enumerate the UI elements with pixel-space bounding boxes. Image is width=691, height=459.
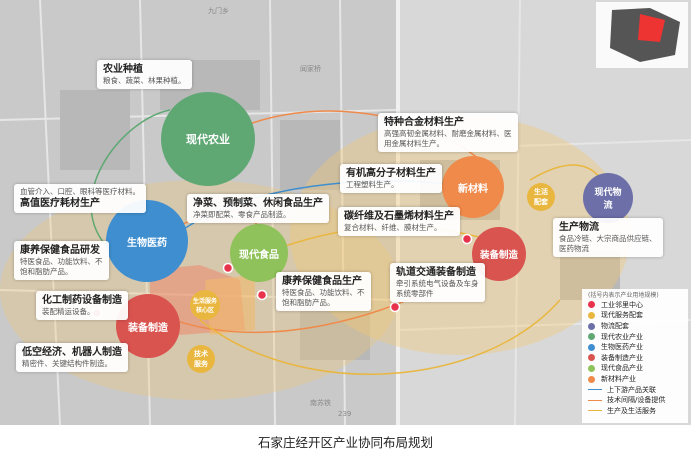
label-health-food-production: 康养保健食品生产特医食品、功能饮料、不饱和脂肪产品。 (276, 272, 371, 311)
bubble-logistics: 现代物流 (583, 173, 633, 223)
map-label-number: 239 (338, 410, 352, 418)
legend-line-swatch (588, 410, 602, 412)
legend-line-item: 技术间隔/设备提供 (582, 395, 688, 406)
legend-line-label: 技术间隔/设备提供 (607, 396, 666, 405)
label-medical-consumables: 血管介入、口腔、眼科等医疗材料。高值医疗耗材生产 (14, 184, 146, 213)
label-health-food-rd: 康养保健食品研发特医食品、功能饮料、不饱和脂肪产品。 (14, 241, 109, 280)
legend-item-label: 工业邻里中心 (601, 300, 643, 309)
label-production-logistics: 生产物流食品冷链、大宗商品供应链、医药物流 (553, 218, 663, 257)
map-label-mid: 闻家桥 (300, 65, 321, 73)
legend-item-label: 现代农业产业 (601, 332, 643, 341)
legend-item-label: 现代服务配套 (601, 311, 643, 320)
bubble-tech-services: 技术服务 (187, 345, 215, 373)
orange-zone (205, 275, 255, 335)
map-graphics (0, 0, 691, 425)
bubble-life-core: 生活服务核心区 (190, 290, 220, 320)
legend-item: 物流配套 (582, 321, 688, 332)
legend-swatch (588, 354, 595, 362)
legend-item: 生物医药产业 (582, 342, 688, 353)
legend-item: 新材料产业 (582, 374, 688, 385)
label-rail-transit: 轨道交通装备制造牵引系统电气设备及车身系统零部件 (390, 263, 485, 302)
legend-item: 工业邻里中心 (582, 300, 688, 311)
legend-item-label: 现代食品产业 (601, 364, 643, 373)
legend-line-label: 上下游产品关联 (607, 385, 656, 394)
legend-item: 现代农业产业 (582, 331, 688, 342)
label-polymer: 有机高分子材料生产工程塑料生产。 (340, 164, 442, 193)
legend-swatch (588, 343, 595, 351)
bubble-life-services: 生活配套 (527, 183, 555, 211)
legend-item-label: 新材料产业 (601, 375, 636, 384)
legend-swatch (588, 311, 595, 319)
bubble-modern-agriculture: 现代农业 (161, 92, 255, 186)
map-label-top: 九门乡 (208, 7, 229, 15)
legend-lines: 上下游产品关联技术间隔/设备提供生产及生活服务 (582, 384, 688, 416)
legend-line-swatch (588, 389, 602, 391)
legend-swatch (588, 375, 595, 383)
legend-note: (括号内表示产业用地规模) (588, 291, 659, 299)
label-food-production: 净菜、预制菜、休闲食品生产净菜即配菜、零食产品制造。 (187, 194, 329, 223)
label-carbon-fiber: 碳纤维及石墨烯材料生产复合材料、纤维、膜材生产。 (338, 207, 460, 236)
label-special-alloy: 特种合金材料生产高强高韧金属材料、耐磨金属材料、医用金属材料生产。 (378, 113, 518, 152)
legend-items: 工业邻里中心现代服务配套物流配套现代农业产业生物医药产业装备制造产业现代食品产业… (582, 300, 688, 385)
label-low-altitude: 低空经济、机器人制造精密件、关键结构件制造。 (16, 343, 128, 372)
legend-line-swatch (588, 399, 602, 401)
legend-item: 现代食品产业 (582, 363, 688, 374)
legend-swatch (588, 322, 595, 330)
legend-line-item: 上下游产品关联 (582, 384, 688, 395)
label-agriculture: 农业种植粮食、蔬菜、林果种植。 (97, 60, 192, 89)
legend-item: 现代服务配套 (582, 310, 688, 321)
inset-map-highlight (638, 14, 665, 42)
legend-swatch (588, 333, 595, 341)
label-pharma-equipment: 化工制药设备制造装配精运设备。 (36, 291, 128, 320)
legend-item-label: 装备制造产业 (601, 353, 643, 362)
figure-caption: 石家庄经开区产业协同布局规划 (257, 435, 433, 450)
planning-map: 九门乡 闻家桥 南苏铁 239 现代农业 生物医药 现代食品 装备制造 新材料 … (0, 0, 691, 425)
legend: (括号内表示产业用地规模) 工业邻里中心现代服务配套物流配套现代农业产业生物医药… (582, 289, 688, 423)
legend-item-label: 物流配套 (601, 322, 629, 331)
legend-item-label: 生物医药产业 (601, 343, 643, 352)
legend-line-label: 生产及生活服务 (607, 406, 656, 415)
map-label-road: 南苏铁 (310, 399, 331, 407)
bubble-biomedicine: 生物医药 (106, 200, 188, 282)
legend-swatch (588, 364, 595, 372)
legend-line-item: 生产及生活服务 (582, 406, 688, 417)
legend-item: 装备制造产业 (582, 353, 688, 364)
legend-swatch (588, 301, 595, 309)
